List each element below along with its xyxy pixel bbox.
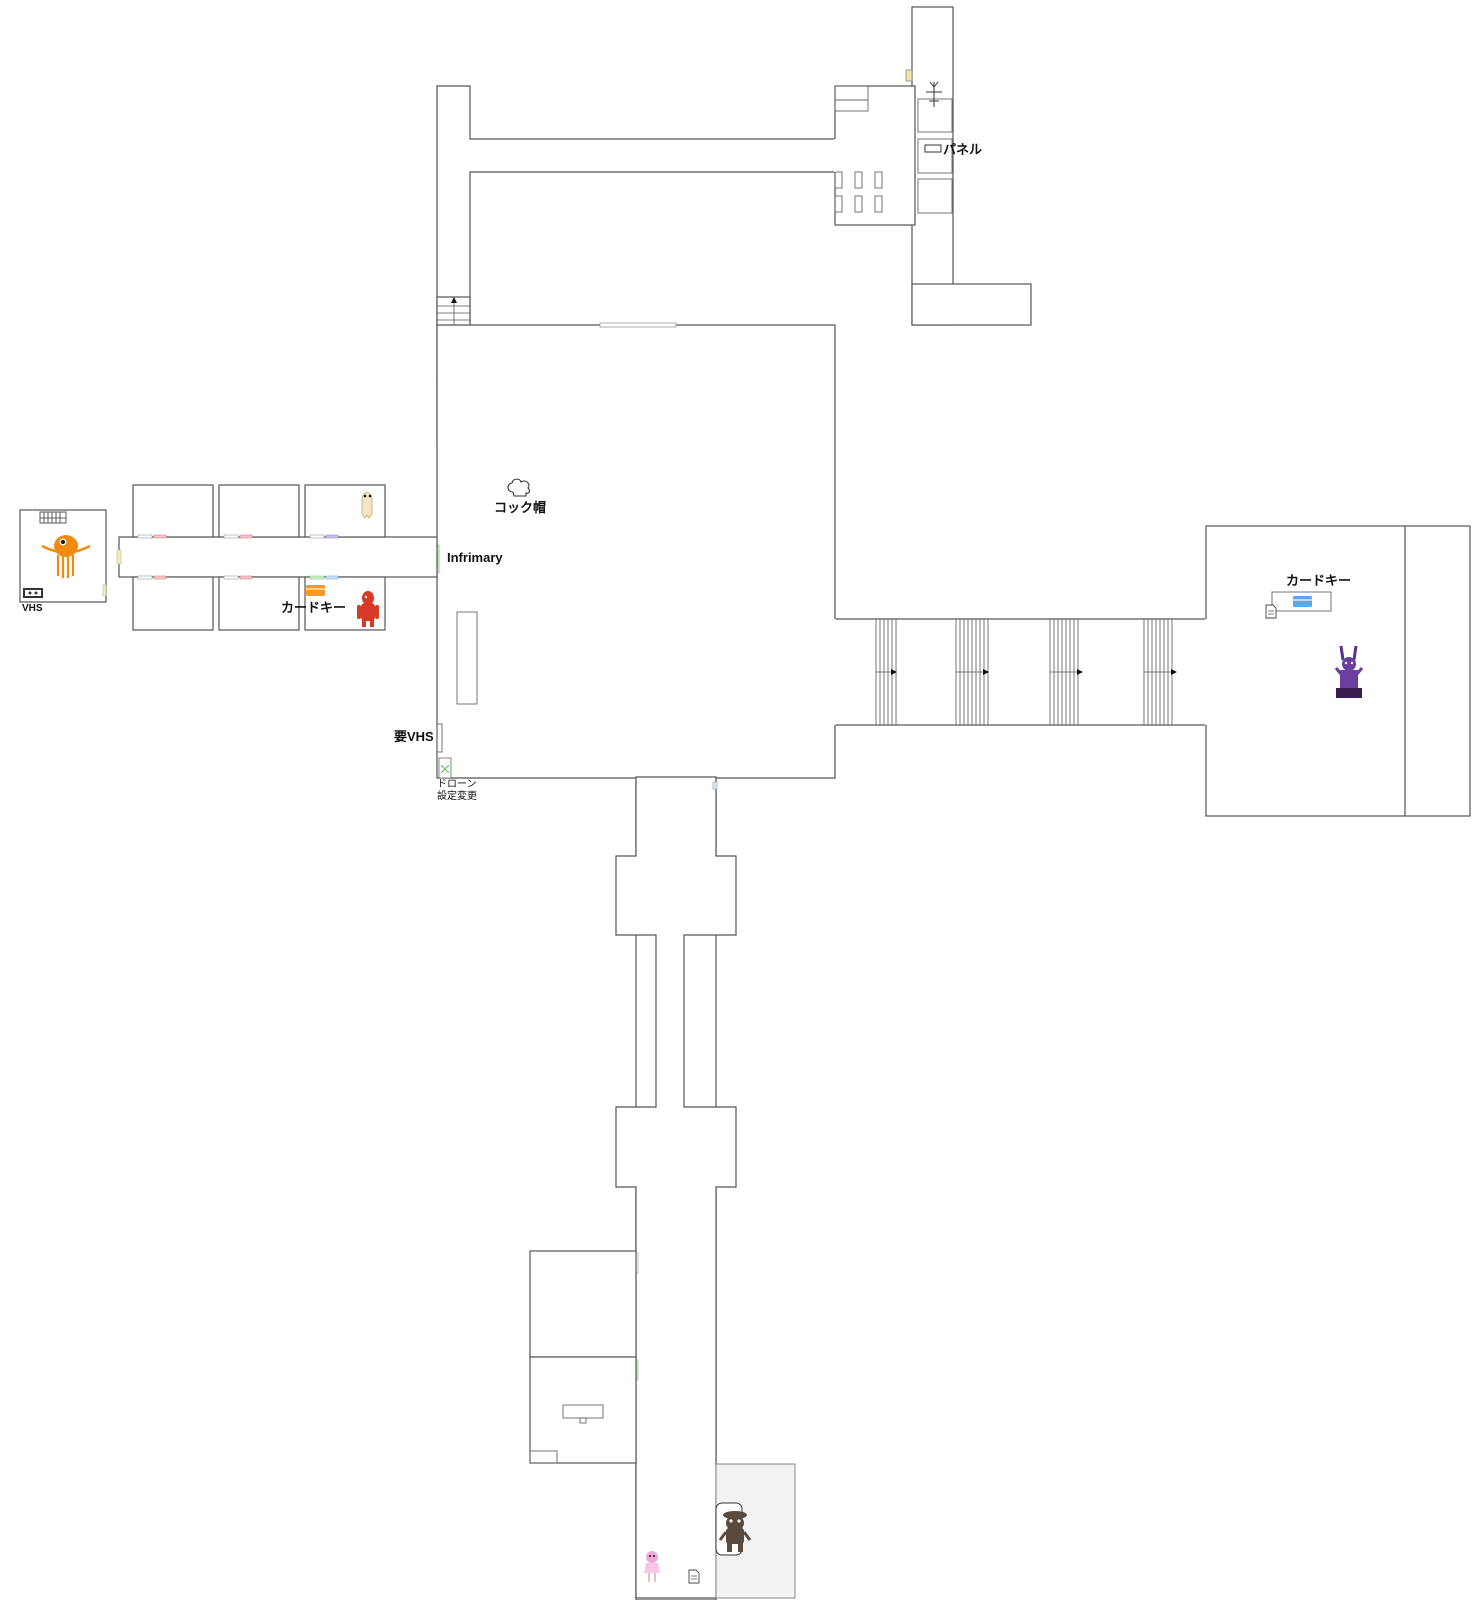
panel-label: パネル: [943, 142, 982, 157]
north-room-c: [917, 178, 953, 214]
orange-octopus-creature: [41, 535, 91, 578]
card-key-west-label: カードキー: [281, 600, 346, 615]
junction-closet: [834, 85, 869, 112]
west-room-4: [132, 576, 214, 631]
north-room-b: [917, 138, 953, 174]
west-room-5: [218, 576, 300, 631]
north-horizontal-corridor: [436, 85, 836, 326]
west-room-1: [132, 484, 214, 538]
west-room-2: [218, 484, 300, 538]
south-west-rooms: [529, 1250, 637, 1464]
purple-rabbit-creature: [1334, 645, 1364, 698]
north-double-door[interactable]: [599, 322, 677, 328]
document-icon-south: [688, 1569, 700, 1584]
ghost-creature: [361, 492, 373, 519]
vhs-tape-icon: [23, 588, 43, 598]
brown-monster-creature: [718, 1511, 752, 1552]
yellow-door[interactable]: [905, 69, 913, 82]
drone-label-1: ドローン: [437, 779, 477, 790]
west-wing: VHS カードキー: [19, 484, 438, 631]
octopus-room-door-2[interactable]: [102, 584, 107, 597]
west-corridor: [118, 536, 438, 578]
card-key-east-label: カードキー: [1286, 573, 1351, 588]
antenna-icon: [926, 81, 942, 107]
cook-hat-label: コック帽: [494, 500, 546, 515]
drone-config-icon[interactable]: [438, 757, 452, 779]
octopus-room-stairs[interactable]: [39, 511, 67, 524]
north-room-a: [917, 98, 953, 133]
orange-keycard-icon: [306, 585, 325, 596]
north-corridor-east-stub: [911, 283, 1032, 326]
main-hall: Infrimary コック帽 要VHS ドローン 設定変更: [394, 322, 836, 1600]
east-stairs-4[interactable]: [1143, 619, 1173, 725]
infirmary-label: Infrimary: [447, 550, 503, 565]
chef-hat-icon: [507, 478, 531, 497]
west-room-3: [304, 484, 386, 538]
document-icon: [1265, 604, 1277, 619]
drone-label-2: 設定変更: [437, 789, 477, 802]
east-wing: カードキー: [834, 525, 1471, 817]
vhs-slot[interactable]: [436, 723, 443, 753]
keycard-table: [1271, 591, 1332, 612]
infirmary-bed: [456, 611, 478, 705]
needs-vhs-label: 要VHS: [394, 729, 434, 744]
red-creature: [357, 591, 379, 627]
octopus-room-door[interactable]: [116, 549, 122, 565]
south-door-blue[interactable]: [712, 781, 718, 790]
shaded-room: [715, 1463, 796, 1599]
sw-room-1: [529, 1250, 637, 1358]
vhs-label: VHS: [22, 603, 43, 614]
north-corridor: [911, 6, 954, 326]
control-panel-icon: [924, 144, 942, 153]
pink-girl-character: [644, 1551, 660, 1582]
sw-room-2: [529, 1356, 637, 1464]
top-right-wing: パネル: [834, 6, 1032, 326]
west-doors[interactable]: [137, 534, 339, 580]
blue-keycard-icon: [1293, 596, 1312, 607]
